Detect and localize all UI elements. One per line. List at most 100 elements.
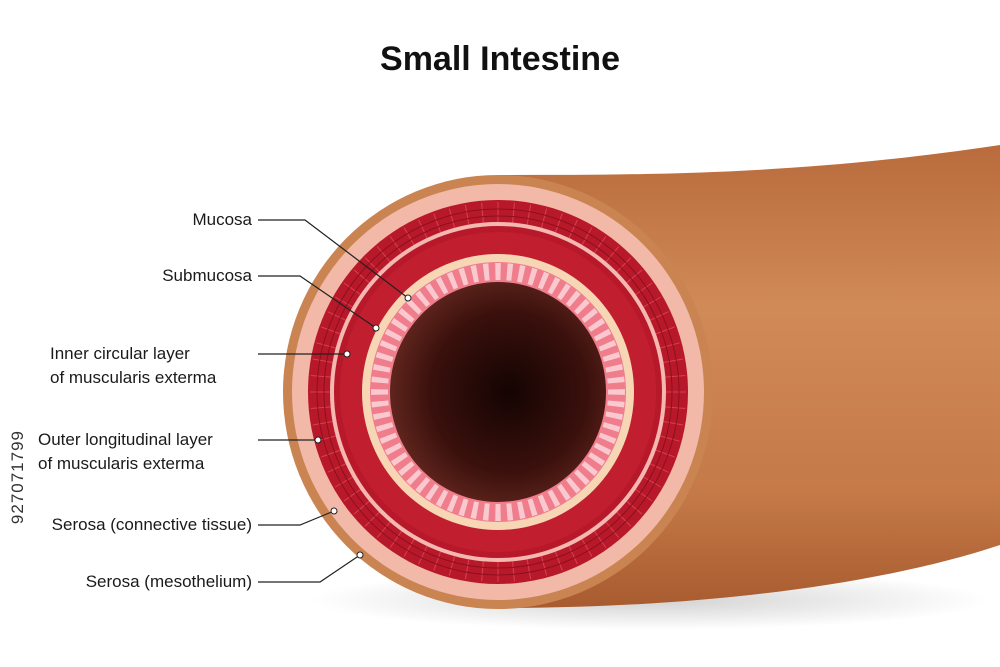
label-mucosa: Mucosa [192, 210, 252, 229]
muscle-fibers [310, 202, 686, 582]
muscle-fiber [655, 326, 675, 335]
villus [446, 271, 459, 290]
muscle-fiber [616, 511, 632, 527]
muscle-fiber [593, 236, 607, 254]
villus [415, 290, 431, 308]
muscle-fiber [581, 538, 593, 557]
villus [435, 489, 449, 508]
villus [537, 271, 550, 290]
villus [379, 340, 398, 352]
leader-serosa-connective [258, 510, 335, 526]
label-inner-circular-line1: Inner circular layer [50, 344, 190, 363]
mucosa-villi [371, 263, 625, 521]
villus [593, 328, 612, 342]
villus [390, 452, 408, 467]
muscle-fiber [665, 374, 686, 378]
villus [607, 376, 625, 384]
villus [425, 283, 439, 301]
muscle-fiber [593, 530, 607, 548]
muscle-fiber [605, 246, 620, 263]
muscle-fiber [655, 449, 675, 458]
muscle-fiber [568, 219, 578, 239]
muscle-fiber [343, 489, 361, 502]
muscle-fiber [643, 476, 662, 488]
muscle-fiber [334, 296, 353, 308]
muscle-fiber [403, 538, 415, 557]
muscle-fiber [389, 236, 403, 254]
villus [527, 267, 538, 286]
villus [557, 283, 571, 301]
label-outer-longitudinal: Outer longitudinal layer of muscularis e… [38, 428, 253, 476]
villus [547, 276, 561, 295]
villus [605, 364, 624, 373]
villus [581, 307, 598, 323]
villus [506, 263, 514, 281]
muscle-fiber [616, 257, 632, 273]
villus [470, 501, 479, 520]
muscle-fiber [327, 311, 346, 321]
villus [482, 503, 490, 521]
muscle-fiber [605, 521, 620, 538]
muscle-fiber [334, 476, 353, 488]
muscle-fiber [364, 257, 380, 273]
villus [593, 442, 612, 456]
muscle-fiber [635, 489, 653, 502]
muscle-fiber [540, 556, 548, 576]
villus [557, 483, 571, 501]
villus [372, 411, 391, 420]
villus [482, 263, 490, 281]
villus [574, 298, 590, 315]
villus [446, 494, 459, 513]
villus [506, 503, 514, 521]
villus [588, 317, 606, 332]
villus [371, 376, 389, 384]
villus [406, 469, 422, 486]
villus [371, 389, 389, 395]
villus [435, 276, 449, 295]
label-inner-circular-line2: of muscularis exterma [50, 368, 217, 387]
muscle-fiber [310, 406, 331, 410]
villus [406, 298, 422, 315]
muscle-band [316, 208, 680, 576]
muscle-fiber [512, 561, 515, 582]
muscle-fiber [554, 213, 563, 233]
muscle-fiber [327, 463, 346, 473]
muscle-fiber [403, 227, 415, 246]
villus [458, 267, 469, 286]
villus [565, 476, 581, 494]
muscle-fiber [433, 551, 442, 571]
villus [372, 364, 391, 373]
muscle-fiber [581, 227, 593, 246]
label-outer-longitudinal-line1: Outer longitudinal layer [38, 430, 213, 449]
villus [425, 483, 439, 501]
label-serosa-mesothelium: Serosa (mesothelium) [85, 572, 252, 591]
muscle-fiber [312, 358, 333, 363]
muscle-fiber [481, 561, 484, 582]
muscle-fiber [310, 374, 331, 378]
villus [605, 411, 624, 420]
muscle-fiber [343, 282, 361, 295]
villus [495, 503, 501, 521]
villus [607, 389, 625, 395]
muscle-fiber [650, 311, 669, 321]
villus [537, 494, 550, 513]
muscle-fiber [626, 500, 643, 515]
muscle-fiber [433, 213, 442, 233]
villus [527, 498, 538, 517]
muscle-fiber [663, 358, 684, 363]
diagram-title: Small Intestine [380, 40, 620, 78]
villus [607, 400, 625, 408]
muscle-fiber [353, 269, 370, 284]
villus [495, 263, 501, 281]
label-outer-longitudinal-line2: of muscularis exterma [38, 454, 205, 473]
muscle-fiber [389, 530, 403, 548]
muscle-fiber [312, 421, 333, 426]
muscle-fiber [418, 219, 428, 239]
villus [390, 317, 408, 332]
villus [581, 461, 598, 477]
label-serosa-connective: Serosa (connective tissue) [51, 515, 252, 534]
muscle-fiber [512, 202, 515, 223]
leader-dots [314, 294, 412, 559]
label-submucosa: Submucosa [162, 266, 252, 285]
muscle-fiber [526, 204, 532, 225]
